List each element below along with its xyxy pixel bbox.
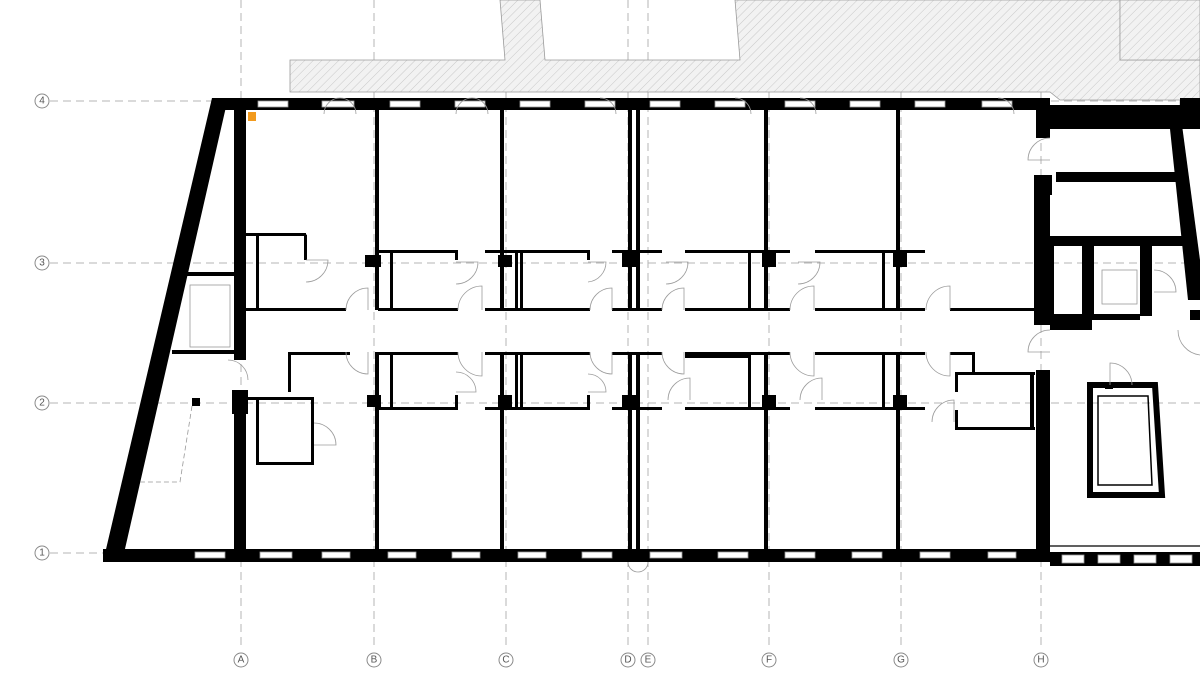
grid-label-F: F [766,655,772,666]
grid-label-C: C [502,655,509,666]
door-swing-6 [589,287,613,311]
window-top-12 [981,100,1013,108]
door-swing-7 [661,287,685,311]
door-swing-30 [997,97,1015,115]
window-top-9 [784,100,816,108]
doors [227,97,1177,573]
grid-label-H: H [1037,655,1044,666]
door-swing-14 [589,351,613,375]
door-swing-15 [661,351,685,375]
door-swing-32 [1027,329,1051,353]
door-swing-23 [313,422,337,446]
window-bottom-12 [919,551,951,559]
door-swing-16 [789,351,815,377]
door-swing-27 [599,97,617,115]
window-bottom-10 [784,551,816,559]
grid-bubble-A: A [233,652,249,668]
door-swing-20 [667,377,691,401]
window-bottom-1 [194,551,226,559]
grid-bubble-H: H [1033,652,1049,668]
window-bottom-9 [717,551,749,559]
grid-bubble-F: F [761,652,777,668]
grid-bubble-row-3: 3 [34,255,50,271]
grid-label-row-4: 4 [39,96,45,107]
window-top-11 [914,100,946,108]
bottom-windows [194,551,1017,559]
top-windows [257,100,1013,108]
grid-bubble-D: D [620,652,636,668]
grid-label-G: G [897,655,905,666]
door-swing-2 [345,287,369,311]
grid-bubble-C: C [498,652,514,668]
window-bottom-8 [649,551,683,559]
window-top-5 [519,100,551,108]
grid-bubble-row-1: 1 [34,545,50,561]
door-swing-18 [455,371,477,393]
door-swing-11 [925,285,951,311]
door-swing-33 [1153,269,1177,293]
door-swing-17 [925,351,951,377]
door-swing-29 [799,97,817,115]
door-swing-13 [457,351,483,377]
window-top-3 [389,100,421,108]
door-swing-1 [305,259,329,283]
window-bottom-4 [387,551,417,559]
orange-marker [248,112,256,121]
door-swing-5 [587,261,607,283]
grid-bubble-row-4: 4 [34,93,50,109]
door-swing-31 [1027,137,1051,161]
window-bottom-2 [259,551,293,559]
grid-label-E: E [645,655,652,666]
window-bottom-11 [851,551,883,559]
right-wing [1034,98,1200,566]
door-swing-19 [587,373,607,393]
grid-bubble-E: E [640,652,656,668]
window-top-1 [257,100,289,108]
inner-walls [140,110,1036,550]
door-swing-3 [455,261,479,285]
door-swing-9 [789,285,815,311]
door-swing-12 [345,351,369,375]
door-swing-26 [455,97,489,115]
window-top-2 [321,100,355,108]
door-swing-22 [931,399,955,423]
hatched-paving [289,0,1200,119]
grid-label-row-3: 3 [39,258,45,269]
window-top-6 [584,100,616,108]
door-swing-28 [734,97,752,115]
door-swing-4 [457,285,483,311]
grid-label-B: B [371,655,378,666]
window-bottom-6 [517,551,547,559]
window-top-8 [714,100,746,108]
door-swing-34 [627,561,649,573]
grid-label-row-2: 2 [39,398,45,409]
window-bottom-7 [581,551,613,559]
grid-bubble-G: G [893,652,909,668]
door-swing-10 [797,261,821,285]
door-swing-21 [799,377,823,401]
grid-label-A: A [238,655,245,666]
grid-bubble-row-2: 2 [34,395,50,411]
door-swing-24 [227,359,249,381]
window-bottom-13 [987,551,1017,559]
door-swing-25 [323,97,357,115]
window-top-10 [849,100,881,108]
window-bottom-5 [451,551,481,559]
grid-label-row-1: 1 [39,548,45,559]
grid-bubble-B: B [366,652,382,668]
grid-label-D: D [624,655,631,666]
window-top-7 [649,100,681,108]
door-swing-8 [665,261,689,285]
window-bottom-3 [321,551,351,559]
